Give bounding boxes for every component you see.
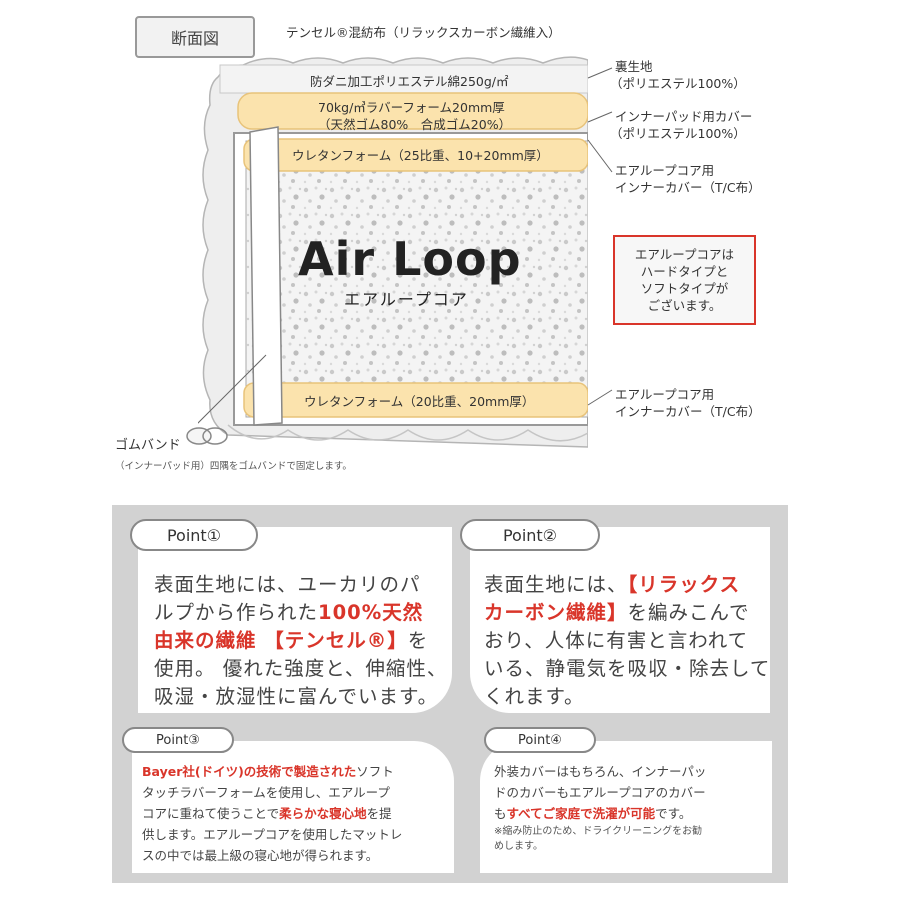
point-3-line-5: スの中では最上級の寝心地が得られます。	[142, 848, 379, 863]
points-panel: 表面生地には、ユーカリのパ ルプから作られた100%天然 由来の繊維 【テンセル…	[112, 505, 788, 883]
point-2-highlight-2: カーボン繊維】	[484, 601, 628, 624]
leader-lines	[587, 67, 613, 406]
core-cover-top-label-2: インナーカバー（T/C布）	[615, 180, 761, 195]
latex-label-2: （天然ゴム80% 合成ゴム20%）	[318, 117, 512, 132]
gomu-band-label: ゴムバンド	[115, 438, 181, 453]
top-fabric-label: テンセル®混紡布（リラックスカーボン繊維入）	[286, 25, 561, 40]
point-1-highlight-1: 100%天然	[318, 601, 424, 624]
mattress-cross-section	[198, 56, 588, 448]
air-loop-core-label: エアループコア	[344, 290, 469, 309]
point-4-line-3c: です。	[655, 806, 692, 821]
point-2-card: 表面生地には、【リラックス カーボン繊維】を編みこんで おり、人体に有害と言われ…	[470, 527, 770, 713]
point-2-line-4: いる、静電気を吸収・除去して	[484, 657, 771, 680]
point-2-line-1a: 表面生地には、	[484, 573, 628, 596]
point-4-highlight: すべてご家庭で洗濯が可能	[506, 806, 656, 821]
point-1-line-4: 使用。 優れた強度と、伸縮性、	[154, 657, 448, 680]
core-type-note: エアループコアは ハードタイプと ソフトタイプが ございます。	[613, 235, 756, 325]
point-1-line-3b: を	[407, 629, 429, 652]
point-1-card: 表面生地には、ユーカリのパ ルプから作られた100%天然 由来の繊維 【テンセル…	[138, 527, 452, 713]
rubber-band-icon	[186, 427, 228, 445]
note-line-1: エアループコアは	[634, 247, 735, 262]
point-4-note-1: ※縮み防止のため、ドライクリーニングをお勧	[494, 826, 703, 837]
point-2-badge: Point②	[460, 519, 600, 551]
wadding-label: 防ダニ加工ポリエステル綿250g/㎡	[310, 74, 509, 89]
inner-pad-label-1: インナーパッド用カバー	[615, 109, 753, 124]
urethan-top-label: ウレタンフォーム（25比重、10+20mm厚）	[292, 148, 549, 163]
point-4-line-1: 外装カバーはもちろん、インナーパッ	[494, 764, 707, 779]
point-3-badge: Point③	[122, 727, 234, 753]
point-1-line-2a: ルプから作られた	[154, 601, 319, 624]
lining-label-1: 裏生地	[615, 59, 653, 74]
air-loop-logo: Air Loop	[298, 232, 522, 286]
point-2-line-5: くれます。	[484, 685, 585, 708]
point-1-line-1: 表面生地には、ユーカリのパ	[154, 573, 421, 596]
note-line-3: ソフトタイプが	[640, 281, 729, 296]
point-3-card: Bayer社(ドイツ)の技術で製造されたソフト タッチラバーフォームを使用し、エ…	[132, 741, 454, 873]
point-4-note-2: めします。	[494, 841, 543, 852]
point-3-highlight-2: 柔らかな寝心地	[279, 806, 367, 821]
latex-label-1: 70kg/㎥ラバーフォーム20mm厚	[318, 100, 505, 115]
point-3-line-2: タッチラバーフォームを使用し、エアループ	[142, 785, 390, 800]
diagram-title: 断面図	[135, 16, 255, 58]
core-cover-bottom-label-1: エアループコア用	[615, 387, 715, 402]
point-1-line-5: 吸湿・放湿性に富んでいます。	[154, 685, 439, 708]
point-2-line-3: おり、人体に有害と言われて	[484, 629, 749, 652]
point-3-line-3a: コアに重ねて使うことで	[142, 806, 280, 821]
note-line-2: ハードタイプと	[640, 264, 729, 279]
point-4-line-2: ドのカバーもエアループコアのカバー	[494, 785, 706, 800]
point-3-line-1b: ソフト	[356, 764, 394, 779]
note-line-4: ございます。	[647, 298, 722, 313]
core-cover-top-label-1: エアループコア用	[615, 163, 715, 178]
point-2-line-2b: を編みこんで	[627, 601, 750, 624]
point-4-card: 外装カバーはもちろん、インナーパッ ドのカバーもエアループコアのカバー もすべて…	[480, 741, 772, 873]
core-cover-bottom-label-2: インナーカバー（T/C布）	[615, 404, 761, 419]
urethan-bottom-label: ウレタンフォーム（20比重、20mm厚）	[304, 394, 535, 409]
gomu-band-note: （インナーパッド用）四隅をゴムバンドで固定します。	[115, 461, 352, 472]
point-3-highlight-1: Bayer社(ドイツ)の技術で製造された	[142, 764, 357, 779]
point-2-highlight-1: 【リラックス	[627, 573, 741, 596]
point-3-line-4: 供します。エアループコアを使用したマットレ	[142, 827, 403, 842]
point-4-line-3a: も	[494, 806, 507, 821]
point-1-highlight-2: 由来の繊維 【テンセル®】	[154, 629, 408, 652]
lining-label-2: （ポリエステル100%）	[610, 76, 746, 91]
point-4-badge: Point④	[484, 727, 596, 753]
inner-pad-label-2: （ポリエステル100%）	[610, 126, 746, 141]
point-3-line-3c: を提	[366, 806, 392, 821]
point-1-badge: Point①	[130, 519, 258, 551]
